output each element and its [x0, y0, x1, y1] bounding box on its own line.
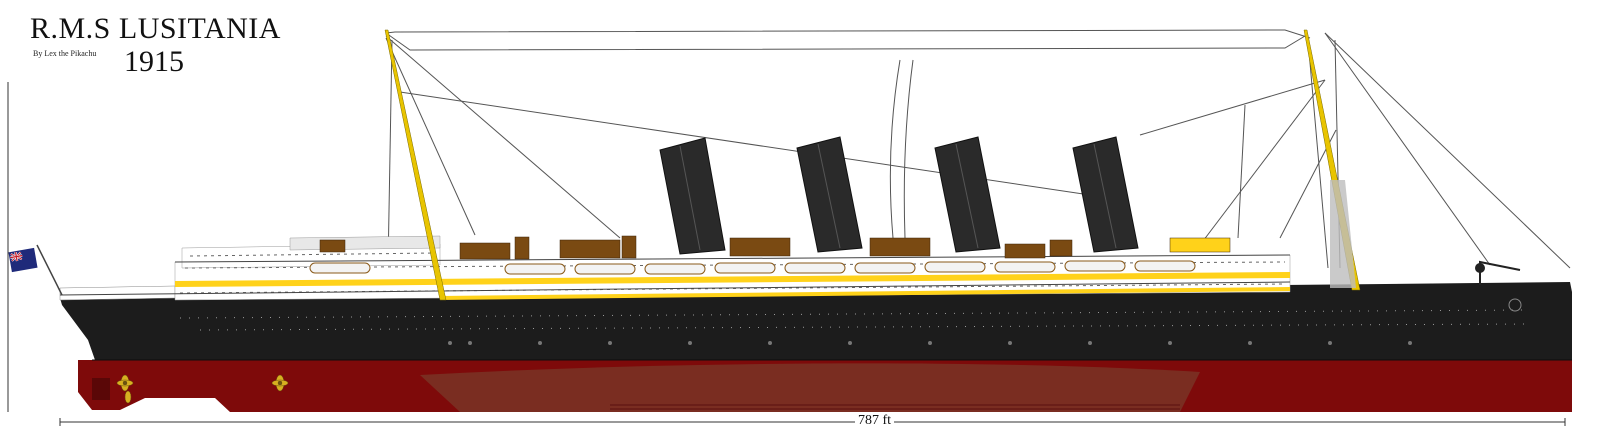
promenade-stripe-lower	[440, 287, 1290, 300]
funnel-3	[934, 136, 1001, 253]
funnel-1	[659, 137, 726, 255]
funnels	[659, 136, 1139, 255]
deck-housings	[319, 235, 1231, 260]
hull	[60, 282, 1572, 412]
lifeboats	[309, 260, 1196, 275]
author-credit: By Lex the Pikachu	[33, 49, 97, 58]
ensign-flag-icon	[8, 244, 63, 296]
rigging	[385, 29, 1571, 269]
year-label: 1915	[124, 45, 184, 78]
funnel-4	[1072, 136, 1139, 253]
ship-title: R.M.S LUSITANIA	[30, 12, 281, 45]
length-dimension-line	[59, 418, 1566, 426]
funnel-2	[796, 136, 863, 253]
masts	[384, 29, 1361, 301]
funnel-bands	[679, 143, 1117, 251]
promenade-stripe-upper	[175, 272, 1290, 287]
propeller-icon	[116, 374, 289, 404]
hull-shading	[420, 363, 1200, 412]
deck-crane	[1475, 260, 1521, 285]
fore-mast	[384, 29, 447, 301]
hull-black-section	[60, 282, 1572, 360]
length-label: 787 ft	[855, 413, 895, 429]
